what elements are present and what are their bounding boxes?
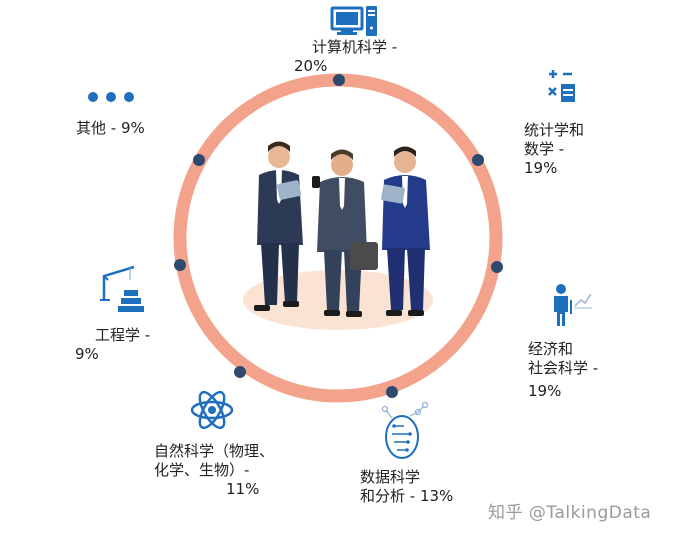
label-stats-line2: 数学 -: [524, 140, 565, 158]
atom-icon: [190, 390, 234, 430]
label-natsci-line3: 11%: [226, 480, 260, 498]
ring-dot-cs: [333, 74, 345, 86]
label-stats-line3: 19%: [524, 159, 558, 177]
ring-dot-other: [193, 154, 205, 166]
label-other-line1: 其他 - 9%: [76, 119, 145, 137]
label-econ-line3: 19%: [528, 382, 562, 400]
label-econ-line2: 社会科学 -: [528, 359, 599, 377]
ring-dot-econ: [491, 261, 503, 273]
label-stats: 统计学和 数学 - 19%: [524, 121, 584, 178]
label-econ-line1: 经济和: [528, 340, 574, 358]
label-natsci-line2: 化学、生物）-: [154, 461, 250, 479]
label-econ: 经济和 社会科学 - 19%: [528, 340, 598, 401]
label-eng-line1: 工程学 -: [95, 326, 151, 344]
crane-icon: [100, 265, 144, 312]
label-data-line1: 数据科学: [360, 468, 421, 486]
dots-icon: [88, 92, 134, 102]
label-cs-line1: 计算机科学 -: [312, 38, 398, 56]
calculator-icon: [548, 70, 575, 102]
ring-dot-stats: [472, 154, 484, 166]
brain-circuit-icon: [381, 401, 429, 459]
label-natsci-line1: 自然科学（物理、: [154, 442, 275, 460]
ring-dot-data: [386, 386, 398, 398]
businessman-left: [254, 141, 303, 311]
ring-dots: [174, 74, 503, 398]
label-natsci: 自然科学（物理、 化学、生物）- 11%: [154, 442, 274, 499]
label-cs-line2: 20%: [294, 57, 328, 75]
label-eng: 工程学 - 9%: [75, 326, 151, 364]
businessman-right: [381, 146, 430, 316]
ring-dot-natsci: [234, 366, 246, 378]
label-data-line2: 和分析 - 13%: [360, 487, 454, 505]
businessmen-illustration: [254, 141, 430, 317]
label-stats-line1: 统计学和: [524, 121, 585, 139]
ring-dot-eng: [174, 259, 186, 271]
presenter-chart-icon: [554, 284, 592, 326]
label-cs: 计算机科学 - 20%: [294, 38, 398, 76]
label-eng-line2: 9%: [75, 345, 99, 363]
label-data: 数据科学 和分析 - 13%: [360, 468, 453, 506]
label-other: 其他 - 9%: [76, 119, 145, 138]
computer-icon: [330, 6, 377, 36]
businessman-middle: [312, 149, 378, 317]
watermark: 知乎 @TalkingData: [488, 503, 652, 523]
